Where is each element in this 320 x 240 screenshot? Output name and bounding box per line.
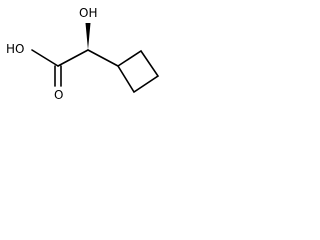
- label-ho-acid: HO: [6, 42, 24, 56]
- bond-c2-ring: [87, 49, 119, 67]
- bond-c1-c2: [57, 49, 89, 67]
- label-carbonyl-o: O: [54, 88, 63, 102]
- bond-c1-oh: [31, 49, 59, 67]
- wedge-bond-oh: [85, 23, 91, 50]
- structure-diagram: OH HO O: [6, 6, 160, 102]
- cyclobutane-ring: [116, 49, 160, 94]
- label-oh-top: OH: [79, 6, 97, 20]
